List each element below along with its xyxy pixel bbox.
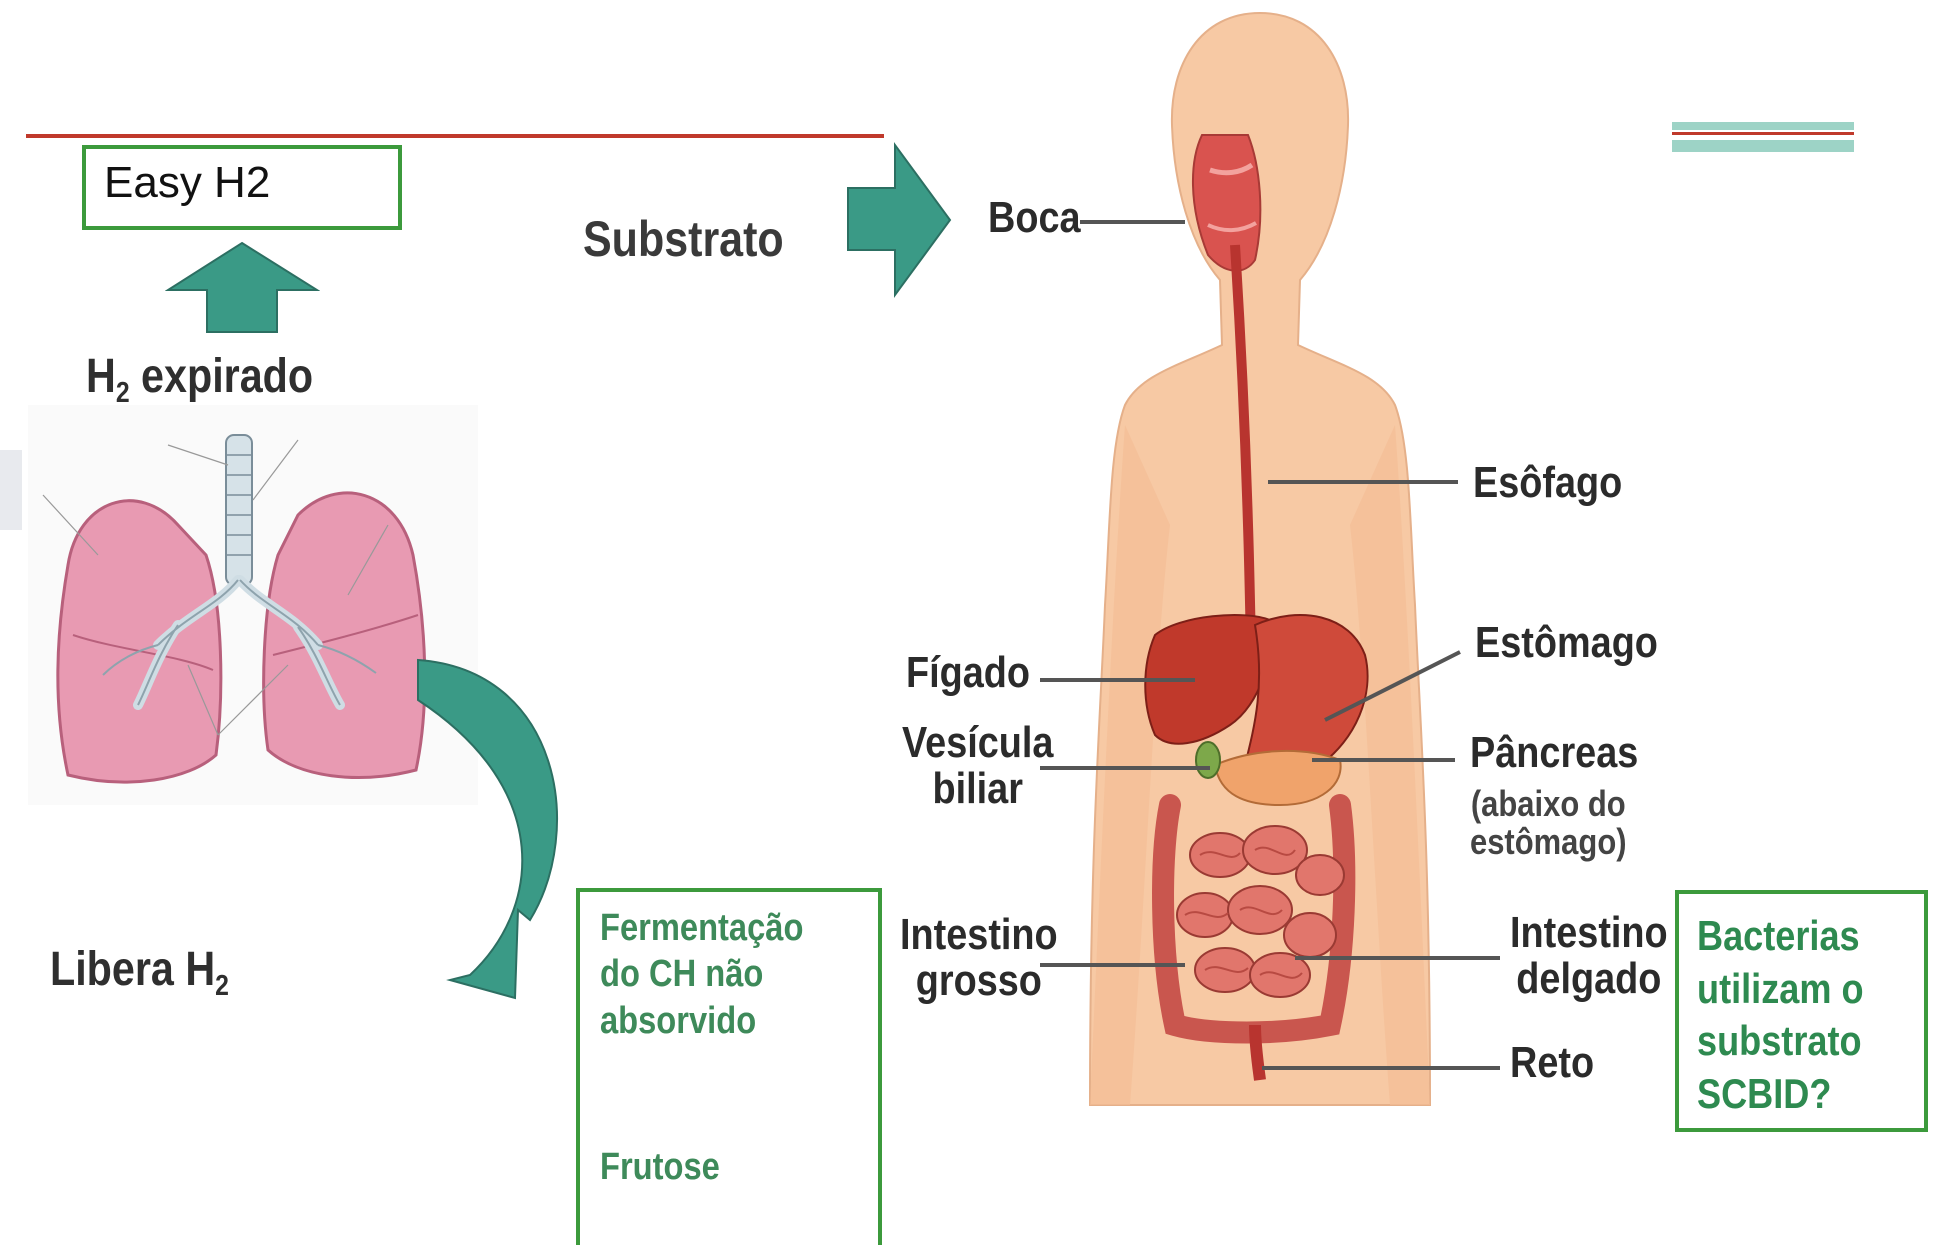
organ-label-reto: Reto xyxy=(1510,1040,1594,1086)
organ-label-pancreas: Pâncreas xyxy=(1470,730,1638,776)
organ-label-vesicula: Vesícula biliar xyxy=(902,720,1053,812)
organ-label-figado: Fígado xyxy=(906,650,1030,696)
bacterias-text: Bacterias utilizam o substrato SCBID? xyxy=(1697,910,1864,1120)
organ-label-boca: Boca xyxy=(988,195,1081,241)
organ-label-estomago: Estômago xyxy=(1475,620,1658,666)
organ-label-intestino-delgado: Intestino delgado xyxy=(1510,910,1668,1002)
organ-label-esofago: Esôfago xyxy=(1473,460,1622,506)
organ-label-pancreas-note: (abaixo do estômago) xyxy=(1470,785,1627,861)
organ-label-intestino-grosso: Intestino grosso xyxy=(900,912,1058,1004)
